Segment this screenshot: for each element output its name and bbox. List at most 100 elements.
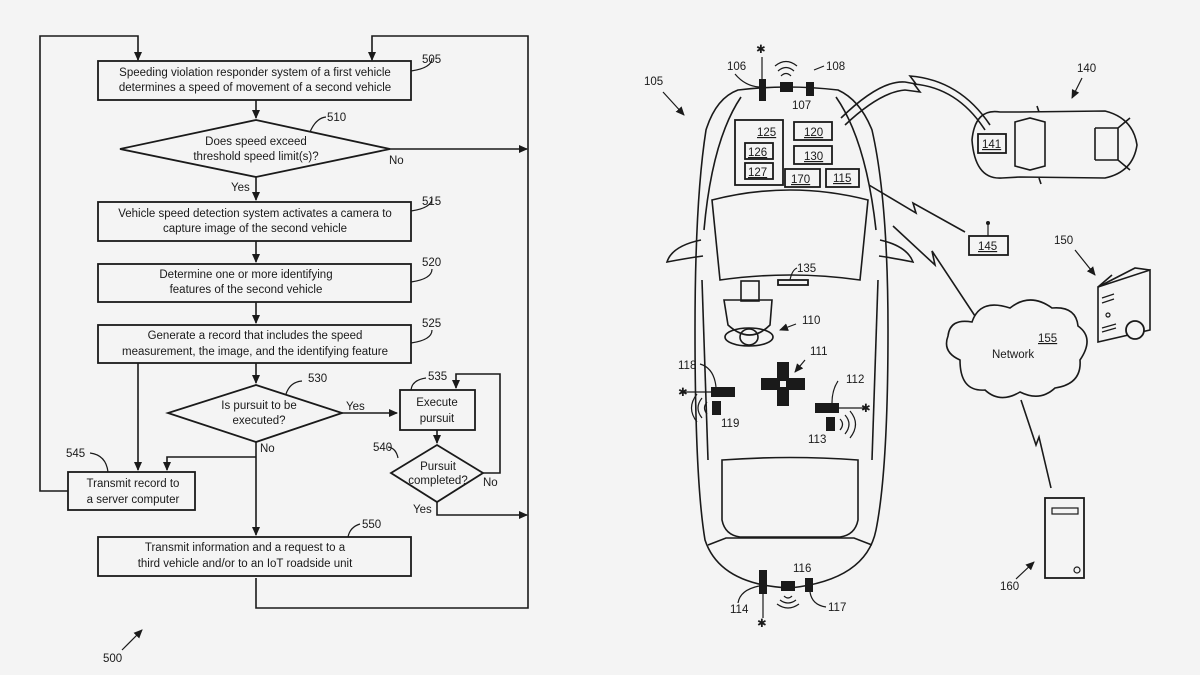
ref-150: 150 (1054, 235, 1073, 247)
wireless-link-145 (868, 184, 966, 233)
step-515: Vehicle speed detection system activates… (97, 196, 441, 242)
ref-135: 135 (797, 263, 816, 275)
step-540-text-2: completed? (408, 475, 467, 487)
step-535-text-2: pursuit (420, 413, 455, 425)
step-510: Does speed exceed threshold speed limit(… (119, 112, 404, 194)
ref-107: 107 (792, 100, 811, 112)
sensor-113 (826, 417, 835, 431)
step-505: Speeding violation responder system of a… (97, 54, 441, 101)
ref-535: 535 (428, 371, 447, 383)
module-141: 141 (982, 139, 1001, 151)
sensor-106 (759, 79, 766, 101)
ref-112: 112 (846, 374, 864, 386)
figure-500-arrow (121, 629, 143, 651)
server-150 (1097, 267, 1151, 344)
ref-510: 510 (327, 112, 346, 124)
ref-113: 113 (808, 434, 826, 446)
ref-550: 550 (362, 519, 381, 531)
computer-160 (1044, 497, 1085, 579)
ref-140: 140 (1077, 63, 1096, 75)
sensor-108 (806, 82, 814, 96)
wireless-link-160 (1020, 399, 1052, 489)
step-530-text-1: Is pursuit to be (221, 400, 296, 412)
step-545-text-2: a server computer (87, 494, 180, 506)
ref-106: 106 (727, 61, 746, 73)
ref-520: 520 (422, 257, 441, 269)
step-505-text-1: Speeding violation responder system of a… (119, 67, 391, 79)
step-550-text-1: Transmit information and a request to a (145, 542, 346, 554)
step-520: Determine one or more identifying featur… (97, 257, 441, 303)
flowchart: Speeding violation responder system of a… (39, 35, 529, 665)
step-550: Transmit information and a request to a … (97, 519, 412, 577)
step-515-text-2: capture image of the second vehicle (163, 223, 347, 235)
roadside-unit-145: 145 (968, 221, 1009, 256)
second-vehicle-140: 141 (971, 105, 1138, 185)
sensor-114 (759, 570, 767, 594)
vehicle-system: 105 125 126 127 120 (644, 44, 1151, 630)
ref-540: 540 (373, 442, 392, 454)
sensor-111 (761, 362, 805, 406)
loop-550-to-505 (255, 35, 529, 609)
step-530: Is pursuit to be executed? 530 Yes No (165, 373, 365, 455)
step-515-text-1: Vehicle speed detection system activates… (118, 208, 392, 220)
step-535-text-1: Execute (416, 397, 458, 409)
wireless-link-140 (840, 75, 991, 126)
step-510-text-1: Does speed exceed (205, 136, 307, 148)
ref-119: 119 (721, 418, 739, 430)
label-530-no: No (260, 443, 275, 455)
sensor-118 (711, 387, 735, 397)
ref-111: 111 (810, 346, 827, 358)
svg-text:✱: ✱ (756, 44, 766, 56)
step-525-text-2: measurement, the image, and the identify… (122, 346, 388, 358)
label-540-yes: Yes (413, 504, 432, 516)
ref-117: 117 (828, 602, 846, 614)
ref-155: 155 (1038, 333, 1057, 345)
module-120: 120 (804, 127, 823, 139)
ref-116: 116 (793, 563, 811, 575)
ref-160: 160 (1000, 581, 1019, 593)
ref-525: 525 (422, 318, 441, 330)
loop-545-to-505 (39, 35, 142, 492)
driver-seat-110 (723, 280, 774, 347)
svg-text:✱: ✱ (757, 618, 767, 630)
step-510-text-2: threshold speed limit(s)? (193, 151, 318, 163)
ref-545: 545 (66, 448, 85, 460)
svg-text:✱: ✱ (861, 403, 871, 415)
network-cloud-155: 155 Network (945, 299, 1088, 399)
step-525-text-1: Generate a record that includes the spee… (148, 330, 363, 342)
ref-530: 530 (308, 373, 327, 385)
step-540: Pursuit completed? 540 No Yes (373, 442, 498, 516)
step-545: Transmit record to a server computer 545 (66, 448, 196, 511)
sensor-112 (815, 403, 839, 413)
step-525: Generate a record that includes the spee… (97, 318, 441, 364)
ref-515: 515 (422, 196, 441, 208)
ref-110: 110 (802, 315, 820, 327)
step-535: Execute pursuit 535 (399, 371, 476, 431)
first-vehicle: 125 126 127 120 130 170 115 ✱ 106 107 10… (665, 44, 915, 630)
ref-505: 505 (422, 54, 441, 66)
module-130: 130 (804, 151, 823, 163)
sensor-117 (805, 578, 813, 592)
label-510-yes: Yes (231, 182, 250, 194)
step-530-text-2: executed? (232, 415, 285, 427)
step-520-text-1: Determine one or more identifying (159, 269, 332, 281)
module-127: 127 (748, 167, 767, 179)
globe-icon (1125, 320, 1145, 340)
label-530-yes: Yes (346, 401, 365, 413)
ref-108: 108 (826, 61, 845, 73)
step-545-text-1: Transmit record to (87, 478, 180, 490)
network-label: Network (992, 349, 1034, 361)
module-115: 115 (833, 173, 851, 185)
step-550-text-2: third vehicle and/or to an IoT roadside … (138, 558, 353, 570)
ref-105: 105 (644, 76, 663, 88)
step-540-text-1: Pursuit (420, 461, 457, 473)
module-170: 170 (791, 174, 810, 186)
module-125: 125 (757, 127, 776, 139)
figure-ref-500: 500 (103, 653, 122, 665)
step-505-text-2: determines a speed of movement of a seco… (119, 82, 391, 94)
wireless-link-network (892, 225, 976, 317)
ref-118: 118 (678, 360, 696, 372)
label-540-no: No (483, 477, 498, 489)
module-126: 126 (748, 147, 767, 159)
